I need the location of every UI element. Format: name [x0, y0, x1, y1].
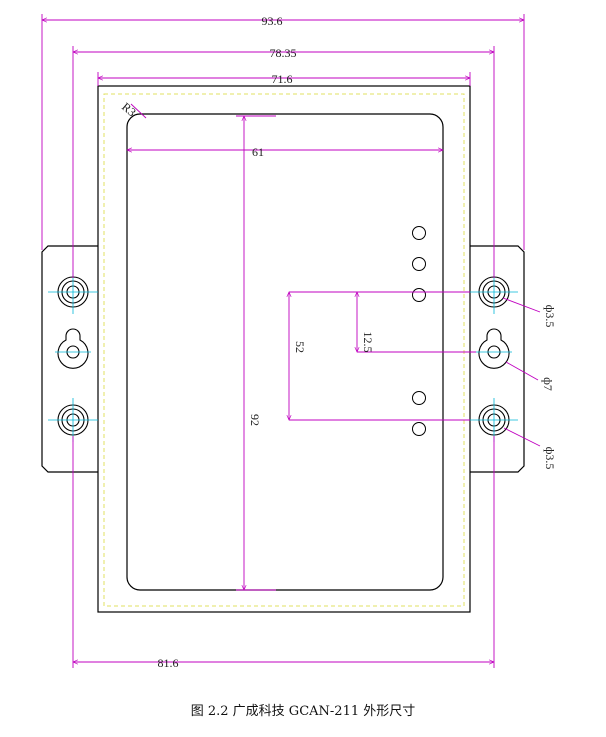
dim-inner-width: 61 — [252, 145, 264, 159]
dim-slot-offset: 12.5 — [361, 332, 375, 353]
left-mounting-flange — [41, 245, 98, 473]
dimension-labels: 93.6 78.35 71.6 61 81.6 R3 92 52 12.5 ф3… — [119, 14, 557, 670]
enclosure-outline — [41, 85, 525, 613]
hidden-edge — [103, 93, 465, 607]
dimension-lines — [42, 14, 541, 668]
dim-slot-diameter: ф7 — [541, 377, 555, 391]
figure-caption: 图 2.2 广成科技 GCAN-211 外形尺寸 — [190, 704, 416, 719]
dim-mount-hole-spacing: 78.35 — [270, 46, 297, 60]
mounting-holes — [57, 276, 510, 436]
led-4 — [412, 391, 426, 405]
left-keyhole-slot — [57, 328, 89, 369]
right-keyhole-slot — [478, 328, 510, 369]
dim-inner-height: 92 — [248, 414, 262, 426]
dim-hole-diameter-top: ф3.5 — [543, 305, 557, 328]
right-mounting-flange — [470, 245, 525, 473]
led-3 — [412, 288, 426, 302]
led-5 — [412, 422, 426, 436]
dim-led-spacing: 52 — [293, 341, 307, 353]
dim-corner-radius: R3 — [119, 100, 139, 120]
dim-hole-diameter-bottom: ф3.5 — [543, 447, 557, 470]
dim-bottom-width: 81.6 — [158, 656, 179, 670]
dimension-drawing: 93.6 78.35 71.6 61 81.6 R3 92 52 12.5 ф3… — [41, 14, 557, 670]
dim-body-width: 71.6 — [272, 72, 293, 86]
dim-overall-width: 93.6 — [262, 14, 283, 28]
led-2 — [412, 257, 426, 271]
enclosure-body — [97, 85, 471, 613]
led-1 — [412, 226, 426, 240]
led-indicators — [412, 226, 426, 436]
center-lines — [48, 270, 518, 442]
